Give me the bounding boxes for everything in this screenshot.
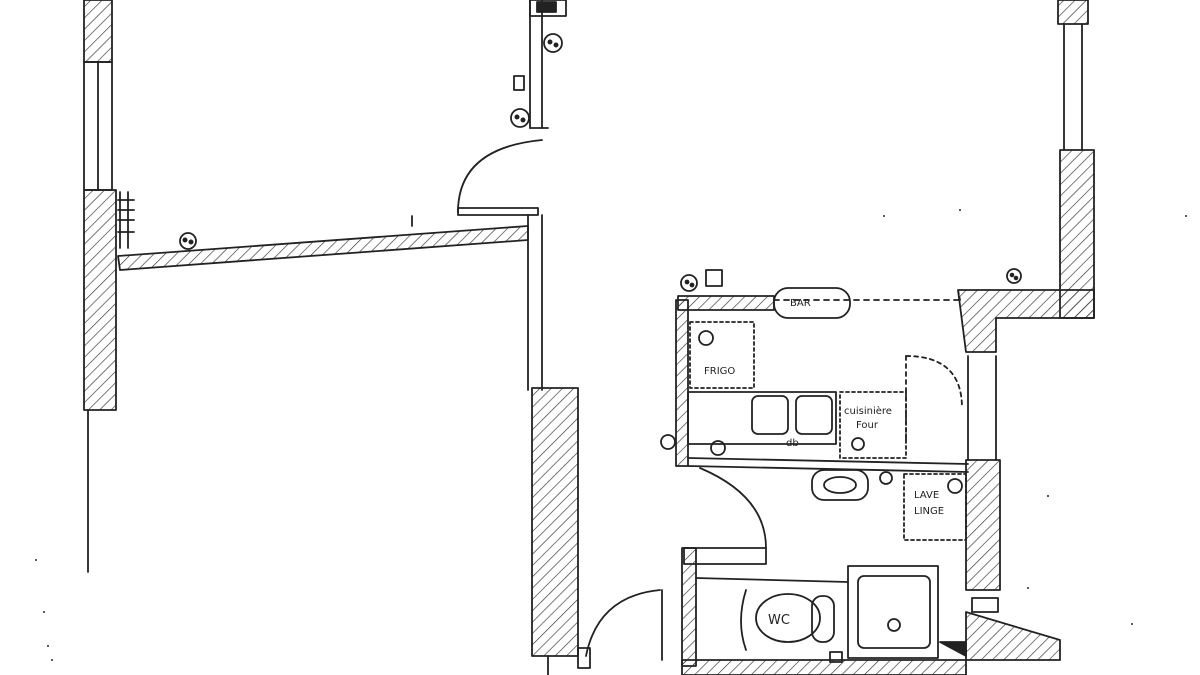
bathroom-area: [681, 467, 967, 667]
left-exterior-wall: [83, 0, 117, 573]
outlet-symbol: [179, 232, 197, 250]
label-cuisiniere: cuisinière: [844, 405, 892, 417]
entrance-door: [577, 589, 663, 669]
central-wall-upper: [510, 0, 567, 129]
label-frigo: FRIGO: [704, 366, 735, 377]
paper-specks: [35, 209, 1187, 661]
central-wall-lower: [527, 214, 579, 675]
right-exterior-wall: [957, 0, 1095, 661]
radiator-left: [117, 191, 135, 249]
label-lave: LAVE: [914, 490, 939, 501]
label-bar: BAR: [790, 298, 811, 309]
label-four: Four: [856, 420, 879, 431]
kitchen-door-swing: [905, 289, 963, 441]
wc-toilet: [755, 593, 835, 643]
label-linge: LINGE: [914, 506, 944, 517]
label-wc: WC: [768, 613, 790, 628]
bathroom-bottom-wall: [681, 651, 967, 675]
bar-counter: [773, 287, 851, 319]
label-db: db: [786, 438, 799, 449]
upper-door: [457, 139, 543, 216]
